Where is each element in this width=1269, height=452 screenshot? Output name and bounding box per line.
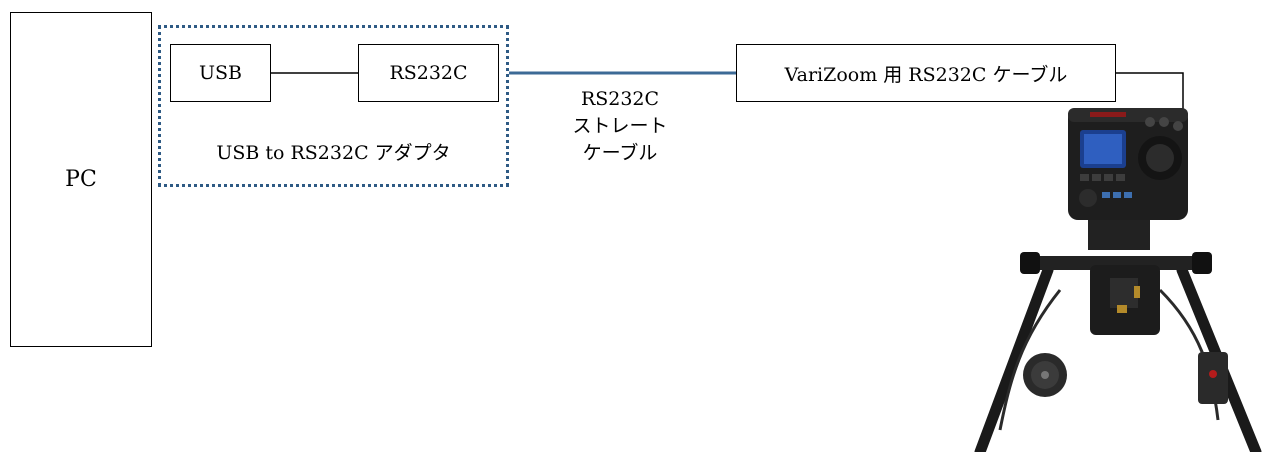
varizoom-cable-box: VariZoom 用 RS232C ケーブル: [736, 44, 1116, 102]
pc-box: PC: [10, 12, 152, 347]
adapter-caption: USB to RS232C アダプタ: [216, 142, 451, 164]
usb-to-rs232c-adapter-group: [158, 25, 509, 187]
varizoom-cable-lead: [1116, 72, 1184, 118]
cable-label-line1: RS232C: [580, 88, 660, 110]
rs232c-box: RS232C: [358, 44, 499, 102]
cable-label-line2: ストレート: [572, 115, 668, 137]
pc-label: PC: [65, 167, 97, 192]
varizoom-controller-photo: [974, 108, 1262, 452]
cable-label-line3: ケーブル: [582, 142, 658, 164]
usb-label: USB: [199, 62, 242, 84]
rs232c-label: RS232C: [389, 62, 468, 84]
straight-cable-label: RS232C ストレート ケーブル: [540, 86, 700, 167]
varizoom-cable-label: VariZoom 用 RS232C ケーブル: [784, 63, 1068, 86]
usb-box: USB: [170, 44, 271, 102]
